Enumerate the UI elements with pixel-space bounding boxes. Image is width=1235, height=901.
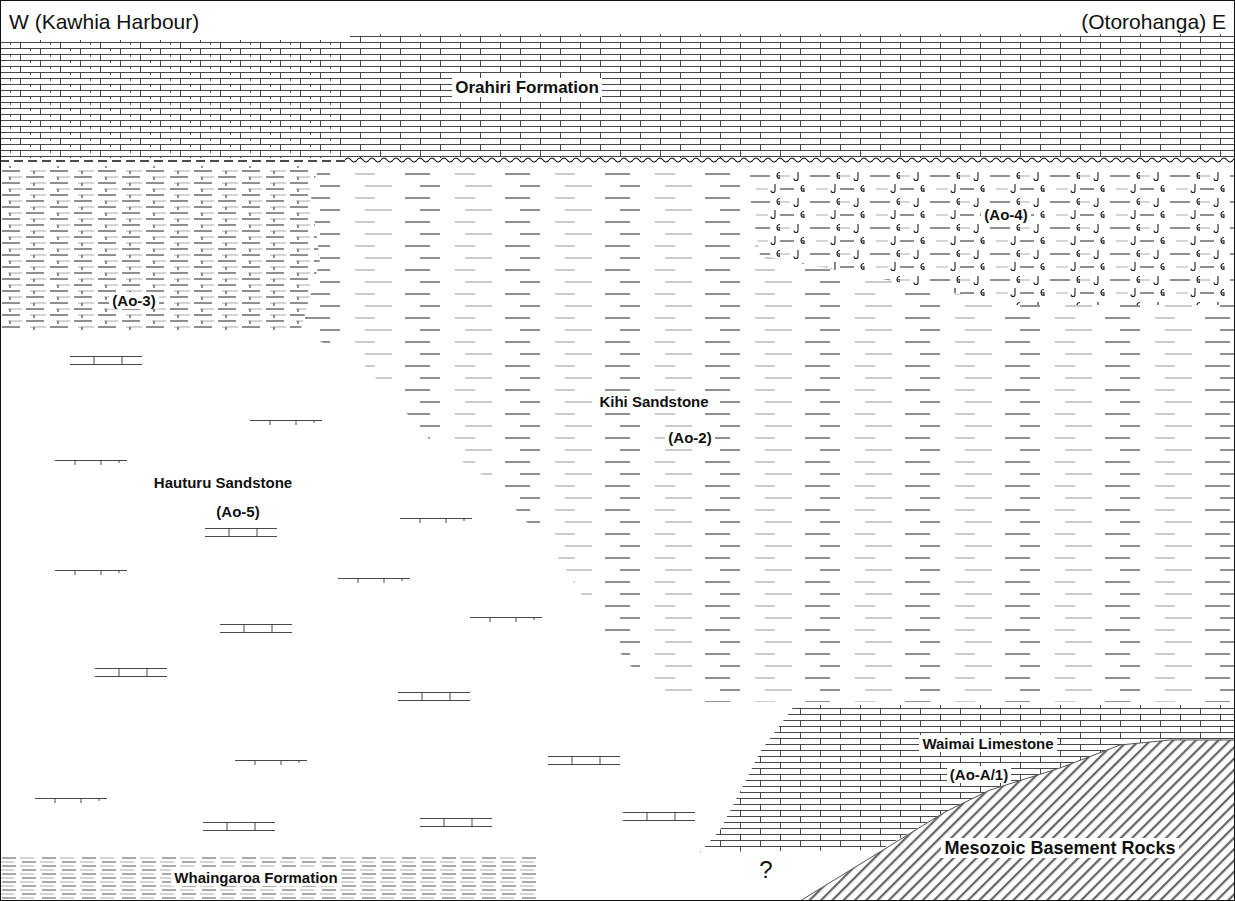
label-text: (Ao-5) bbox=[213, 503, 262, 520]
label-text: Orahiri Formation bbox=[452, 78, 602, 97]
sandstone-unit bbox=[300, 166, 1235, 702]
unit-code: (Ao-5) bbox=[213, 503, 262, 520]
formation-label: Mesozoic Basement Rocks bbox=[941, 838, 1178, 859]
glauconitic-unit bbox=[745, 168, 1235, 305]
basement-unit bbox=[800, 740, 1235, 901]
formation-label: Kihi Sandstone bbox=[596, 393, 711, 410]
label-text: Mesozoic Basement Rocks bbox=[941, 838, 1178, 858]
unit-code: (Ao-4) bbox=[981, 206, 1030, 223]
label-text: Kihi Sandstone bbox=[596, 393, 711, 410]
label-text: ? bbox=[756, 856, 775, 883]
unit-code: (Ao-A/1) bbox=[947, 766, 1011, 783]
unit-code: (Ao-3) bbox=[109, 292, 158, 309]
formation-label: Waimai Limestone bbox=[919, 735, 1056, 752]
label-text: (Ao-A/1) bbox=[947, 766, 1011, 783]
label-text: (Otorohanga) E bbox=[1078, 10, 1229, 33]
limestone-unit bbox=[0, 40, 350, 158]
contact-line bbox=[0, 160, 345, 161]
label-text: Whaingaroa Formation bbox=[171, 869, 340, 886]
mudstone-unit bbox=[0, 855, 540, 901]
label-text: (Ao-4) bbox=[981, 206, 1030, 223]
label-text: W (Kawhia Harbour) bbox=[6, 10, 202, 33]
uncertainty-mark: ? bbox=[756, 856, 775, 884]
unconformity-line bbox=[345, 155, 1235, 165]
label-text: (Ao-3) bbox=[109, 292, 158, 309]
orientation-label: (Otorohanga) E bbox=[1078, 10, 1229, 34]
label-text: Waimai Limestone bbox=[919, 735, 1056, 752]
formation-label: Orahiri Formation bbox=[452, 78, 602, 98]
unit-code: (Ao-2) bbox=[665, 429, 714, 446]
formation-label: Hauturu Sandstone bbox=[151, 474, 295, 491]
marl-unit bbox=[0, 166, 320, 332]
limestone-unit bbox=[350, 34, 1235, 158]
orientation-label: W (Kawhia Harbour) bbox=[6, 10, 202, 34]
formation-label: Whaingaroa Formation bbox=[171, 869, 340, 886]
label-text: (Ao-2) bbox=[665, 429, 714, 446]
label-text: Hauturu Sandstone bbox=[151, 474, 295, 491]
limestone-lenses bbox=[35, 356, 695, 831]
